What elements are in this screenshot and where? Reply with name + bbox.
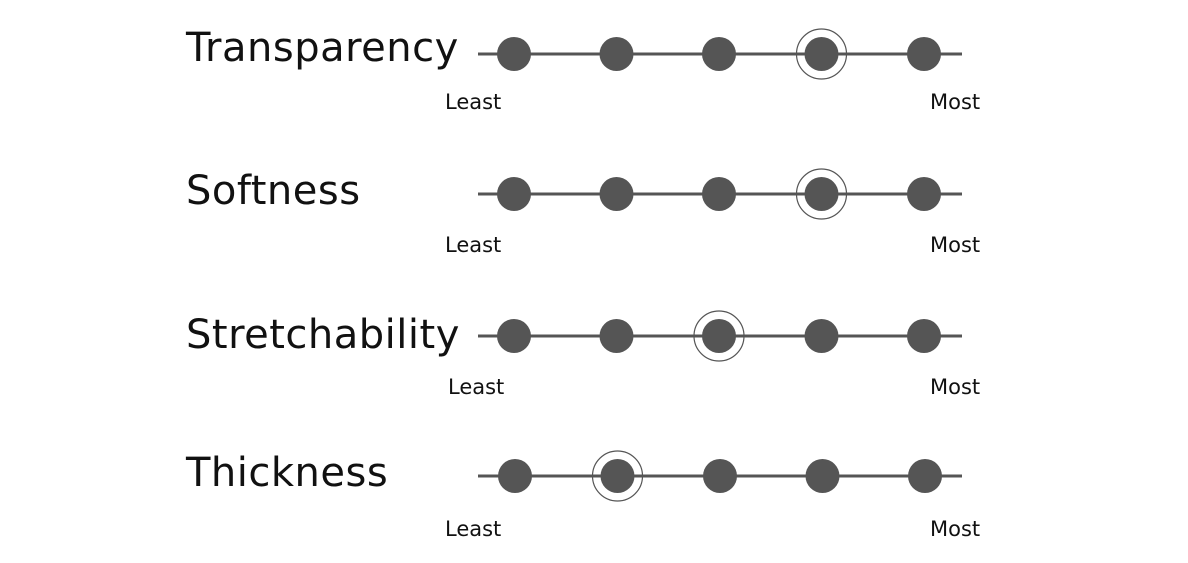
- scale-dot-5[interactable]: [907, 37, 941, 71]
- attribute-label: Softness: [186, 168, 361, 214]
- scale-dot-3[interactable]: [702, 37, 736, 71]
- most-label: Most: [930, 375, 981, 399]
- attribute-label: Stretchability: [186, 312, 460, 358]
- scale-dot-3[interactable]: [702, 177, 736, 211]
- least-label: Least: [445, 233, 502, 257]
- scale-dot-3[interactable]: [702, 319, 736, 353]
- rating-scale: [478, 310, 962, 362]
- scale-dot-4[interactable]: [804, 319, 839, 353]
- scale-dot-5[interactable]: [907, 319, 941, 353]
- scale-dot-2[interactable]: [599, 177, 634, 211]
- scale-dot-3[interactable]: [703, 459, 737, 493]
- rating-scale: [478, 168, 962, 220]
- attribute-row-stretchability: Stretchability Least Most: [0, 283, 1188, 403]
- least-label: Least: [445, 517, 502, 541]
- most-label: Most: [930, 517, 981, 541]
- scale-dot-1[interactable]: [497, 177, 531, 211]
- scale-dot-1[interactable]: [497, 37, 531, 71]
- scale-dot-1[interactable]: [498, 459, 532, 493]
- most-label: Most: [930, 233, 981, 257]
- scale-dot-5[interactable]: [908, 459, 942, 493]
- scale-dot-2[interactable]: [599, 37, 634, 71]
- attribute-row-transparency: Transparency Least Most: [0, 0, 1188, 120]
- scale-dot-5[interactable]: [907, 177, 941, 211]
- rating-scale: [478, 28, 962, 80]
- scale-dot-4[interactable]: [805, 459, 840, 493]
- attribute-label: Transparency: [186, 25, 459, 71]
- scale-dot-4[interactable]: [804, 37, 839, 71]
- least-label: Least: [445, 90, 502, 114]
- attribute-row-thickness: Thickness Least Most: [0, 425, 1188, 545]
- selected-level-ring: [795, 168, 848, 220]
- least-label: Least: [448, 375, 505, 399]
- selected-level-ring: [591, 450, 644, 502]
- scale-dot-2[interactable]: [600, 459, 635, 493]
- attribute-row-softness: Softness Least Most: [0, 141, 1188, 261]
- scale-dot-4[interactable]: [804, 177, 839, 211]
- most-label: Most: [930, 90, 981, 114]
- rating-scale: [478, 450, 962, 502]
- selected-level-ring: [693, 310, 745, 362]
- scale-dot-2[interactable]: [599, 319, 634, 353]
- attribute-label: Thickness: [186, 450, 389, 496]
- selected-level-ring: [795, 28, 848, 80]
- scale-dot-1[interactable]: [497, 319, 531, 353]
